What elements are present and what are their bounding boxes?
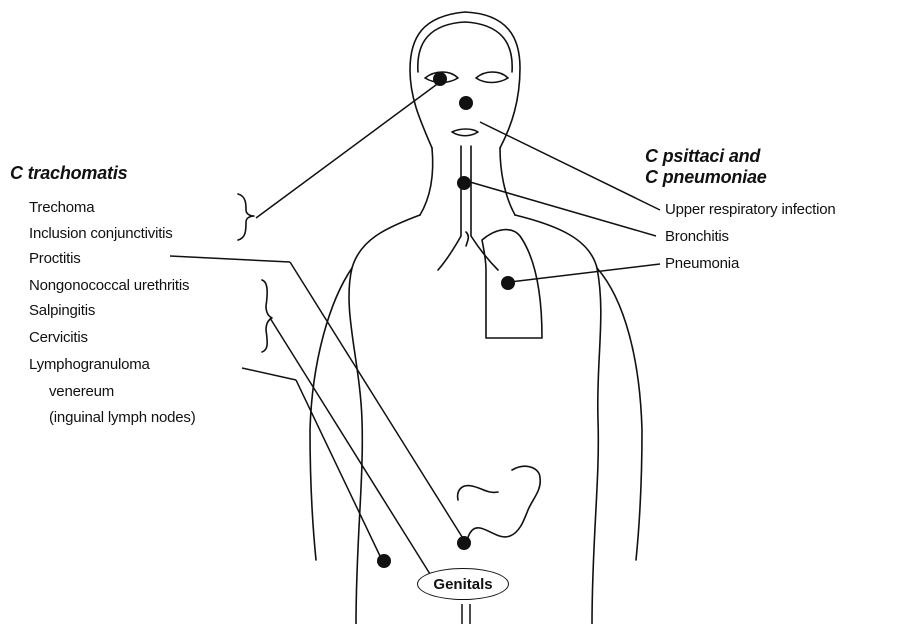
line-proctitis-rectum xyxy=(170,256,290,262)
label-inguinal-lymph-nodes: (inguinal lymph nodes) xyxy=(49,409,196,427)
label-upper-respiratory-infection: Upper respiratory infection xyxy=(665,201,836,219)
bracket-genital-diseases xyxy=(262,280,272,352)
arm-right xyxy=(597,268,642,560)
label-inclusion-conjunctivitis: Inclusion conjunctivitis xyxy=(29,225,173,243)
line-proctitis-rectum-2 xyxy=(290,262,464,540)
dot-nose xyxy=(459,96,473,110)
dot-inguinal-lymph-node xyxy=(377,554,391,568)
neck-right xyxy=(500,148,515,215)
label-cervicitis: Cervicitis xyxy=(29,329,88,347)
bronchus-inner xyxy=(466,232,468,246)
c-trachomatis-heading: C trachomatis xyxy=(10,163,127,184)
dot-eye xyxy=(433,72,447,86)
label-salpingitis: Salpingitis xyxy=(29,302,95,320)
label-trachoma: Trechoma xyxy=(29,199,94,217)
label-venereum: venereum xyxy=(49,383,114,401)
line-lymphogranuloma-nodes-2 xyxy=(296,380,380,556)
label-nongonococcal-urethritis: Nongonococcal urethritis xyxy=(29,277,189,295)
line-lung-pneumonia xyxy=(510,264,660,282)
label-pneumonia: Pneumonia xyxy=(665,255,739,273)
label-lymphogranuloma: Lymphogranuloma xyxy=(29,356,150,374)
label-proctitis: Proctitis xyxy=(29,250,81,268)
line-trachoma-eye xyxy=(256,82,440,218)
line-lymphogranuloma-nodes xyxy=(242,368,296,380)
left-eye xyxy=(476,72,508,83)
dot-rectum xyxy=(457,536,471,550)
skull-inner-line xyxy=(418,22,512,72)
trachea-left xyxy=(438,146,461,270)
label-bronchitis: Bronchitis xyxy=(665,228,729,246)
neck-left xyxy=(420,148,433,215)
arm-left xyxy=(310,268,352,560)
dot-lung xyxy=(501,276,515,290)
line-trachea-bronchitis xyxy=(470,182,656,236)
colon xyxy=(458,466,541,544)
mouth xyxy=(452,129,478,136)
c-pneumoniae-heading: C pneumoniae xyxy=(645,167,767,188)
genitals-label: Genitals xyxy=(417,568,509,600)
c-psittaci-heading: C psittaci and xyxy=(645,146,760,167)
dot-throat xyxy=(457,176,471,190)
bracket-eye-diseases xyxy=(238,194,254,240)
